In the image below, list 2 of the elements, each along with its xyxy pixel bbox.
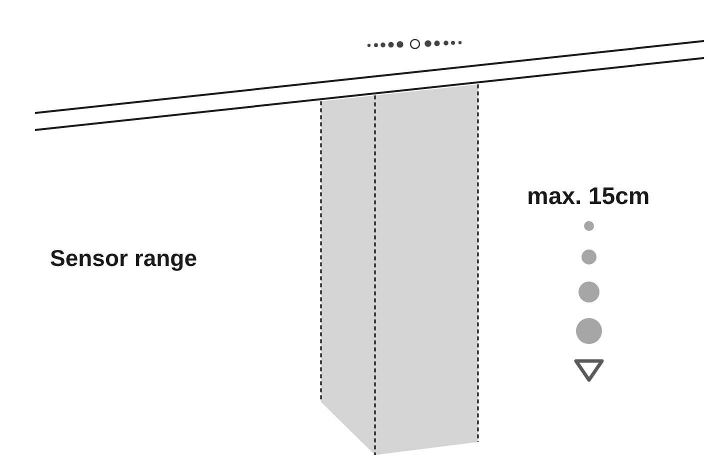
range-label: Sensor range bbox=[50, 247, 197, 270]
distance-label: max. 15cm bbox=[527, 185, 650, 209]
